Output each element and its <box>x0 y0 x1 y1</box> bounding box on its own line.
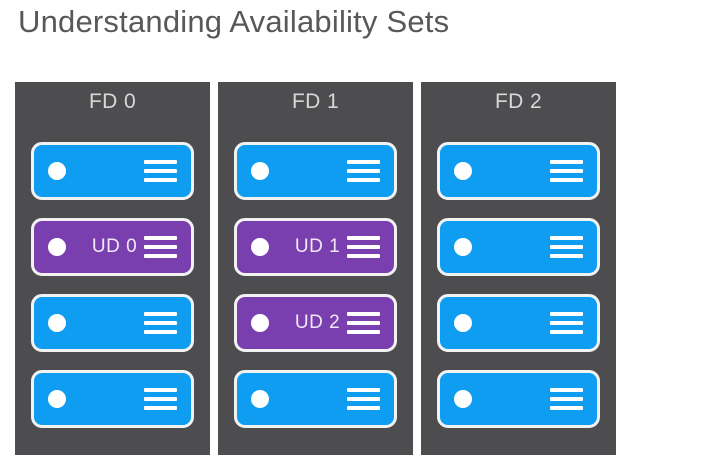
update-domain-label: UD 0 <box>91 236 138 257</box>
vm-instance[interactable] <box>234 370 397 428</box>
server-line-bar <box>144 312 177 316</box>
server-line-bar <box>347 169 380 173</box>
update-domain-label: UD 1 <box>294 236 341 257</box>
availability-set-diagram: FD 0 UD 0 FD 1 UD 1 UD 2 FD 2 <box>15 82 616 455</box>
update-domain-label: UD 2 <box>294 312 341 333</box>
server-line-bar <box>550 406 583 410</box>
vm-instance[interactable] <box>437 218 600 276</box>
server-line-bar <box>347 236 380 240</box>
server-lines-icon <box>347 160 380 182</box>
server-line-bar <box>550 169 583 173</box>
page-title: Understanding Availability Sets <box>18 4 450 39</box>
fault-domain-label: FD 0 <box>88 90 137 113</box>
server-lines-icon <box>144 160 177 182</box>
server-lines-icon <box>550 236 583 258</box>
vm-instance[interactable] <box>31 370 194 428</box>
status-dot-icon <box>251 238 269 256</box>
status-dot-icon <box>454 238 472 256</box>
vm-stack: UD 0 <box>31 142 194 428</box>
server-line-bar <box>550 312 583 316</box>
fault-domain-label: FD 2 <box>494 90 543 113</box>
status-dot-icon <box>454 314 472 332</box>
vm-instance[interactable] <box>437 294 600 352</box>
server-line-bar <box>144 245 177 249</box>
vm-instance[interactable] <box>437 142 600 200</box>
fault-domain-label: FD 1 <box>291 90 340 113</box>
server-lines-icon <box>550 388 583 410</box>
server-line-bar <box>144 169 177 173</box>
fault-domain-panel: FD 1 UD 1 UD 2 <box>218 82 413 455</box>
server-lines-icon <box>144 236 177 258</box>
server-line-bar <box>144 178 177 182</box>
status-dot-icon <box>48 314 66 332</box>
status-dot-icon <box>251 390 269 408</box>
server-lines-icon <box>144 388 177 410</box>
fault-domain-panel: FD 0 UD 0 <box>15 82 210 455</box>
server-line-bar <box>144 388 177 392</box>
server-line-bar <box>550 236 583 240</box>
server-line-bar <box>550 254 583 258</box>
server-line-bar <box>550 321 583 325</box>
server-line-bar <box>347 160 380 164</box>
status-dot-icon <box>251 162 269 180</box>
server-line-bar <box>144 321 177 325</box>
server-line-bar <box>550 160 583 164</box>
server-line-bar <box>550 178 583 182</box>
server-line-bar <box>550 388 583 392</box>
server-line-bar <box>550 397 583 401</box>
vm-instance[interactable] <box>234 142 397 200</box>
vm-stack: UD 1 UD 2 <box>234 142 397 428</box>
vm-instance[interactable] <box>31 294 194 352</box>
vm-instance[interactable]: UD 2 <box>234 294 397 352</box>
server-line-bar <box>144 254 177 258</box>
server-line-bar <box>347 321 380 325</box>
vm-stack <box>437 142 600 428</box>
status-dot-icon <box>454 162 472 180</box>
server-line-bar <box>144 406 177 410</box>
status-dot-icon <box>48 162 66 180</box>
server-line-bar <box>347 397 380 401</box>
server-line-bar <box>347 178 380 182</box>
server-lines-icon <box>347 312 380 334</box>
vm-instance[interactable]: UD 0 <box>31 218 194 276</box>
server-line-bar <box>347 312 380 316</box>
status-dot-icon <box>48 390 66 408</box>
server-line-bar <box>550 245 583 249</box>
server-line-bar <box>347 330 380 334</box>
server-line-bar <box>347 388 380 392</box>
server-line-bar <box>144 397 177 401</box>
server-line-bar <box>347 254 380 258</box>
server-line-bar <box>144 236 177 240</box>
vm-instance[interactable] <box>437 370 600 428</box>
server-line-bar <box>144 330 177 334</box>
server-lines-icon <box>550 160 583 182</box>
vm-instance[interactable] <box>31 142 194 200</box>
server-line-bar <box>550 330 583 334</box>
server-line-bar <box>144 160 177 164</box>
server-lines-icon <box>144 312 177 334</box>
fault-domain-panel: FD 2 <box>421 82 616 455</box>
server-lines-icon <box>550 312 583 334</box>
server-lines-icon <box>347 236 380 258</box>
status-dot-icon <box>48 238 66 256</box>
server-line-bar <box>347 245 380 249</box>
status-dot-icon <box>454 390 472 408</box>
vm-instance[interactable]: UD 1 <box>234 218 397 276</box>
server-lines-icon <box>347 388 380 410</box>
status-dot-icon <box>251 314 269 332</box>
server-line-bar <box>347 406 380 410</box>
